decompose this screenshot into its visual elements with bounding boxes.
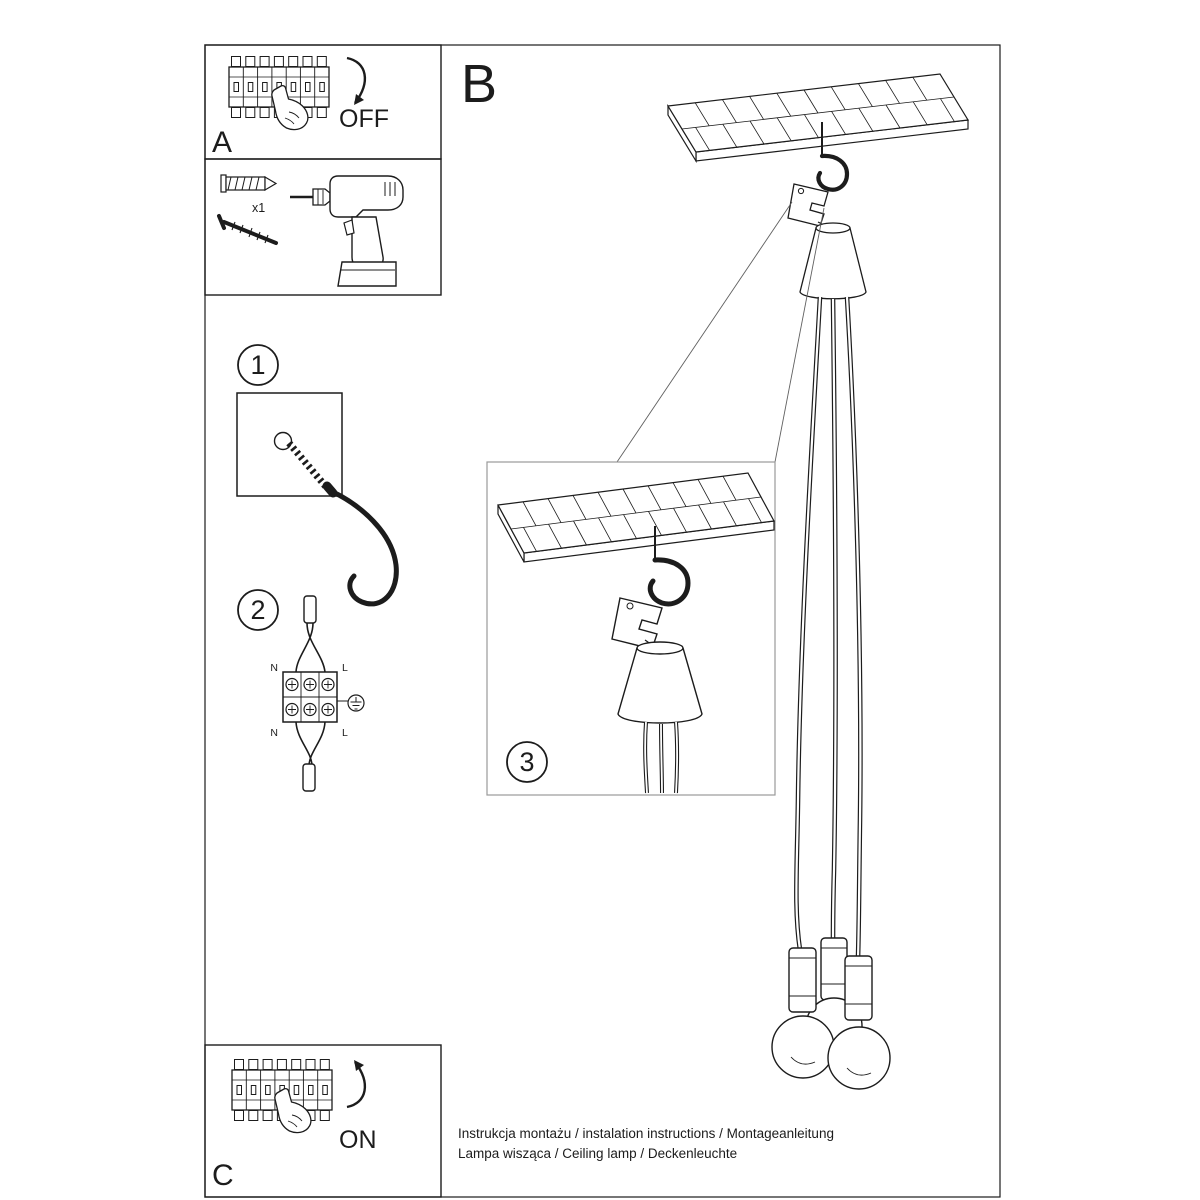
step-1-label: 1 xyxy=(250,350,265,380)
section-power-off: OFF A xyxy=(204,44,442,160)
terminal-block xyxy=(282,671,338,723)
earth-symbol-icon xyxy=(337,694,365,712)
ceiling-slab-illustration xyxy=(668,74,968,161)
section-c-label: C xyxy=(212,1159,234,1192)
section-power-on-border xyxy=(204,1044,442,1198)
ceiling-cup-illustration xyxy=(799,222,867,300)
section-tools-border xyxy=(204,158,442,296)
terminal-l-bottom-label: L xyxy=(342,727,348,739)
step-3-badge xyxy=(506,741,548,783)
step-2: 2 N L N xyxy=(237,589,365,792)
wiring-illustration: N L N L xyxy=(270,595,365,792)
off-label: OFF xyxy=(339,105,389,133)
section-power-on: ON C xyxy=(204,1044,442,1198)
inset-hook xyxy=(611,526,691,650)
drill-illustration xyxy=(290,175,404,287)
lamp-sockets-and-bulbs xyxy=(771,937,891,1090)
section-assembly: B xyxy=(461,54,968,1090)
step-3-label: 3 xyxy=(519,747,534,777)
inset-bracket xyxy=(611,597,663,650)
step-1-badge xyxy=(237,344,279,386)
ceiling-hook-illustration xyxy=(286,440,399,607)
drilled-hole xyxy=(273,431,293,451)
inset-ceiling-slab xyxy=(498,473,774,562)
step-1: 1 xyxy=(236,344,399,607)
inset-ceiling-cup xyxy=(617,641,703,724)
terminal-n-top-label: N xyxy=(270,662,278,674)
on-label: ON xyxy=(339,1126,377,1154)
wall-anchor-illustration xyxy=(220,174,278,193)
step-2-badge xyxy=(237,589,279,631)
footer-line-1: Instrukcja montażu / instalation instruc… xyxy=(458,1126,834,1141)
screw-illustration xyxy=(217,214,278,245)
inset-cables xyxy=(643,721,680,794)
socket-back xyxy=(820,937,848,1001)
section-a-label: A xyxy=(212,126,232,159)
step-3-inset: 3 xyxy=(486,461,776,796)
ceiling-hook-mounted xyxy=(787,122,850,229)
breaker-panel-illustration-on xyxy=(231,1058,333,1134)
terminal-n-bottom-label: N xyxy=(270,727,278,739)
detail-callout-lines xyxy=(616,201,825,463)
pendant-cables xyxy=(794,296,863,959)
on-arrow-icon xyxy=(346,1060,367,1109)
hanging-bracket xyxy=(787,183,829,227)
bulb-left xyxy=(771,1015,835,1079)
terminal-l-top-label: L xyxy=(342,662,348,674)
ceiling-hole-plate xyxy=(236,392,343,497)
footer: Instrukcja montażu / instalation instruc… xyxy=(458,1126,834,1161)
inset-border xyxy=(486,461,776,796)
step-2-label: 2 xyxy=(250,595,265,625)
footer-line-2: Lampa wisząca / Ceiling lamp / Deckenleu… xyxy=(458,1146,737,1161)
breaker-panel-illustration xyxy=(228,55,330,131)
off-arrow-icon xyxy=(346,56,367,105)
anchor-count-label: x1 xyxy=(252,201,265,215)
bulb-right xyxy=(827,1026,891,1090)
section-b-label: B xyxy=(461,54,497,114)
section-tools: x1 xyxy=(204,158,442,296)
sheet-frame xyxy=(204,44,1001,1198)
